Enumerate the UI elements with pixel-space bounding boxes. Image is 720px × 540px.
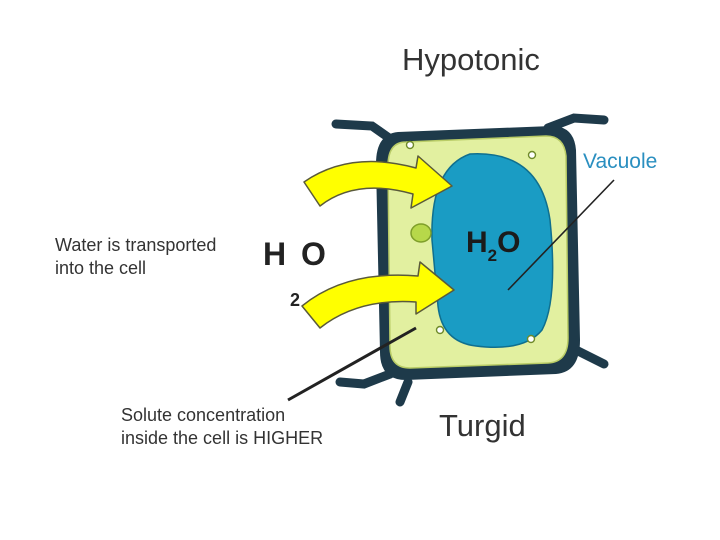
inner-water-molecule: H2O (466, 226, 521, 265)
vacuole-pointer-line (507, 179, 615, 291)
solute-note-line-2: inside the cell is HIGHER (121, 428, 324, 448)
neighbor-wall-bottom (395, 377, 413, 407)
diagram-title: Hypotonic (402, 42, 540, 77)
chloroplast (410, 223, 432, 243)
neighbor-wall-top-left (331, 119, 397, 145)
water-note-line-1: Water is transported (55, 235, 217, 255)
solute-pointer-line (287, 326, 417, 402)
water-transport-note: Water is transported into the cell (55, 234, 216, 280)
neighbor-wall-bottom-left (335, 369, 395, 389)
inner-molecule-o: O (497, 226, 521, 259)
solute-concentration-note: Solute concentration inside the cell is … (121, 404, 323, 450)
water-note-line-2: into the cell (55, 258, 147, 278)
neighbor-wall-top-right (543, 113, 609, 133)
water-arrow-upper (303, 155, 453, 209)
inner-molecule-subscript: 2 (487, 246, 498, 265)
vacuole (431, 153, 554, 349)
inner-molecule-h: H (466, 226, 488, 259)
cytoplasm-granules (405, 140, 537, 344)
neighbor-wall-right (571, 345, 609, 369)
cell-state-label: Turgid (439, 408, 526, 443)
solute-note-line-1: Solute concentration (121, 405, 286, 425)
water-arrow-lower (301, 261, 455, 329)
outer-water-molecule-letters: H O (263, 236, 329, 272)
vacuole-label: Vacuole (583, 150, 658, 173)
outer-water-molecule-subscript: 2 (290, 290, 301, 310)
